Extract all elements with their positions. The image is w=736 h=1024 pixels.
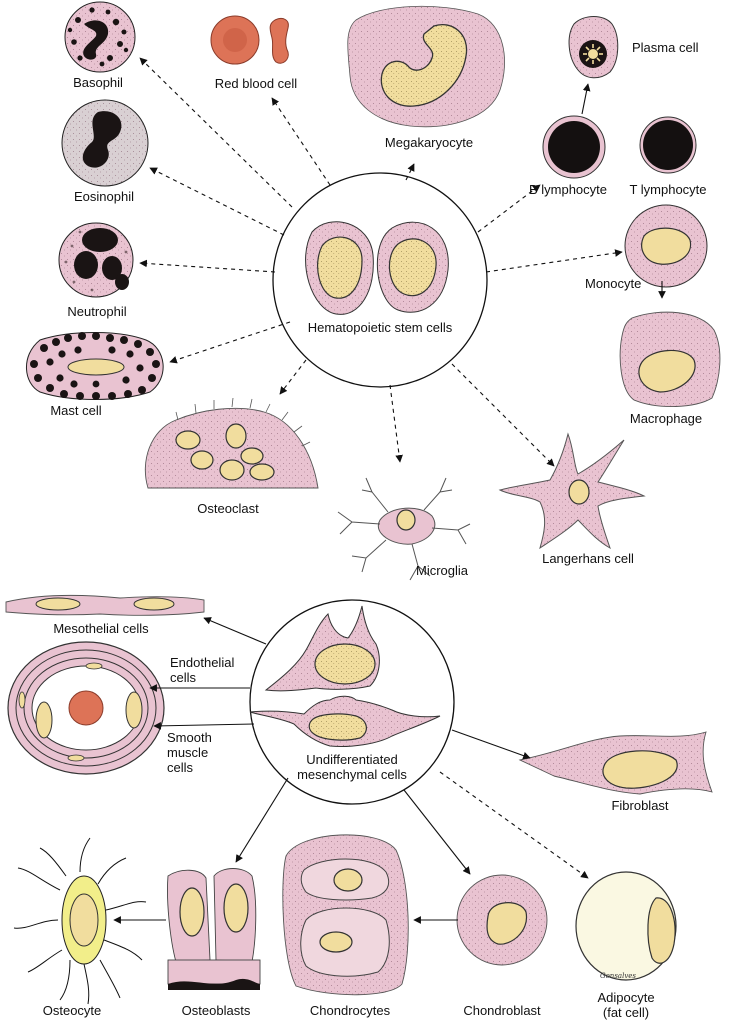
hematopoietic-stem-cells-label: Hematopoietic stem cells [307, 320, 453, 335]
macrophage-cell [619, 311, 721, 407]
osteoclast-label: Osteoclast [197, 501, 259, 516]
arrows-hematopoietic [139, 57, 623, 467]
endothelial-cells-label: Endothelial cells [170, 655, 235, 685]
microglia-label: Microglia [415, 563, 469, 578]
monocyte-label: Monocyte [585, 276, 642, 291]
hematopoietic-stem-cell-left [305, 221, 374, 315]
macrophage-label: Macrophage [629, 411, 703, 426]
megakaryocyte-cell [347, 5, 505, 128]
chondrocytes-label: Chondrocytes [309, 1003, 391, 1018]
hematopoietic-stem-cell-right [376, 221, 449, 313]
arrows-lineage-solid [581, 83, 666, 299]
osteocyte-cell [13, 837, 147, 1005]
red-blood-cell [210, 15, 289, 65]
basophil-label: Basophil [73, 75, 123, 90]
red-blood-cell-label: Red blood cell [214, 76, 298, 91]
osteoblasts-cells [167, 868, 261, 990]
adipocyte-cell [575, 871, 677, 981]
monocyte-cell [624, 204, 708, 288]
mast-cell-label: Mast cell [50, 403, 102, 418]
mesothelial-cells-label: Mesothelial cells [53, 621, 149, 636]
adipocyte-label: Adipocyte (fat cell) [597, 990, 655, 1020]
fibroblast-cell [518, 731, 713, 795]
mesenchymal-cell-lower [249, 695, 441, 747]
langerhans-cell-label: Langerhans cell [542, 551, 634, 566]
chondroblast-cell [456, 874, 548, 966]
mesothelial-cells [5, 594, 205, 616]
megakaryocyte-label: Megakaryocyte [384, 135, 474, 150]
langerhans-cell [498, 432, 646, 550]
osteoclast-cell [144, 397, 319, 489]
mast-cell [26, 332, 164, 400]
t-lymphocyte-label: T lymphocyte [629, 182, 707, 197]
microglia-cell [337, 477, 471, 581]
mesenchymal-cell-upper [264, 605, 380, 692]
b-lymphocyte-cell [542, 115, 606, 179]
t-lymphocyte-cell [639, 116, 697, 174]
neutrophil-cell [58, 222, 134, 298]
plasma-cell [568, 16, 619, 79]
plasma-cell-label: Plasma cell [632, 40, 699, 55]
fibroblast-label: Fibroblast [611, 798, 669, 813]
arrows-mesenchymal [113, 617, 589, 924]
chondroblast-label: Chondroblast [463, 1003, 541, 1018]
undifferentiated-mesenchymal-cells-label: Undifferentiated mesenchymal cells [297, 752, 407, 782]
osteocyte-label: Osteocyte [42, 1003, 102, 1018]
basophil-cell [64, 1, 136, 73]
blood-vessel [7, 641, 165, 775]
neutrophil-label: Neutrophil [67, 304, 127, 319]
eosinophil-cell [61, 99, 149, 187]
chondrocytes-cells [282, 834, 409, 996]
eosinophil-label: Eosinophil [74, 189, 134, 204]
osteoblasts-label: Osteoblasts [181, 1003, 251, 1018]
smooth-muscle-cells-label: Smooth muscle cells [167, 730, 212, 775]
artist-signature: Gonsalves [600, 972, 637, 980]
b-lymphocyte-label: B lymphocyte [528, 182, 608, 197]
